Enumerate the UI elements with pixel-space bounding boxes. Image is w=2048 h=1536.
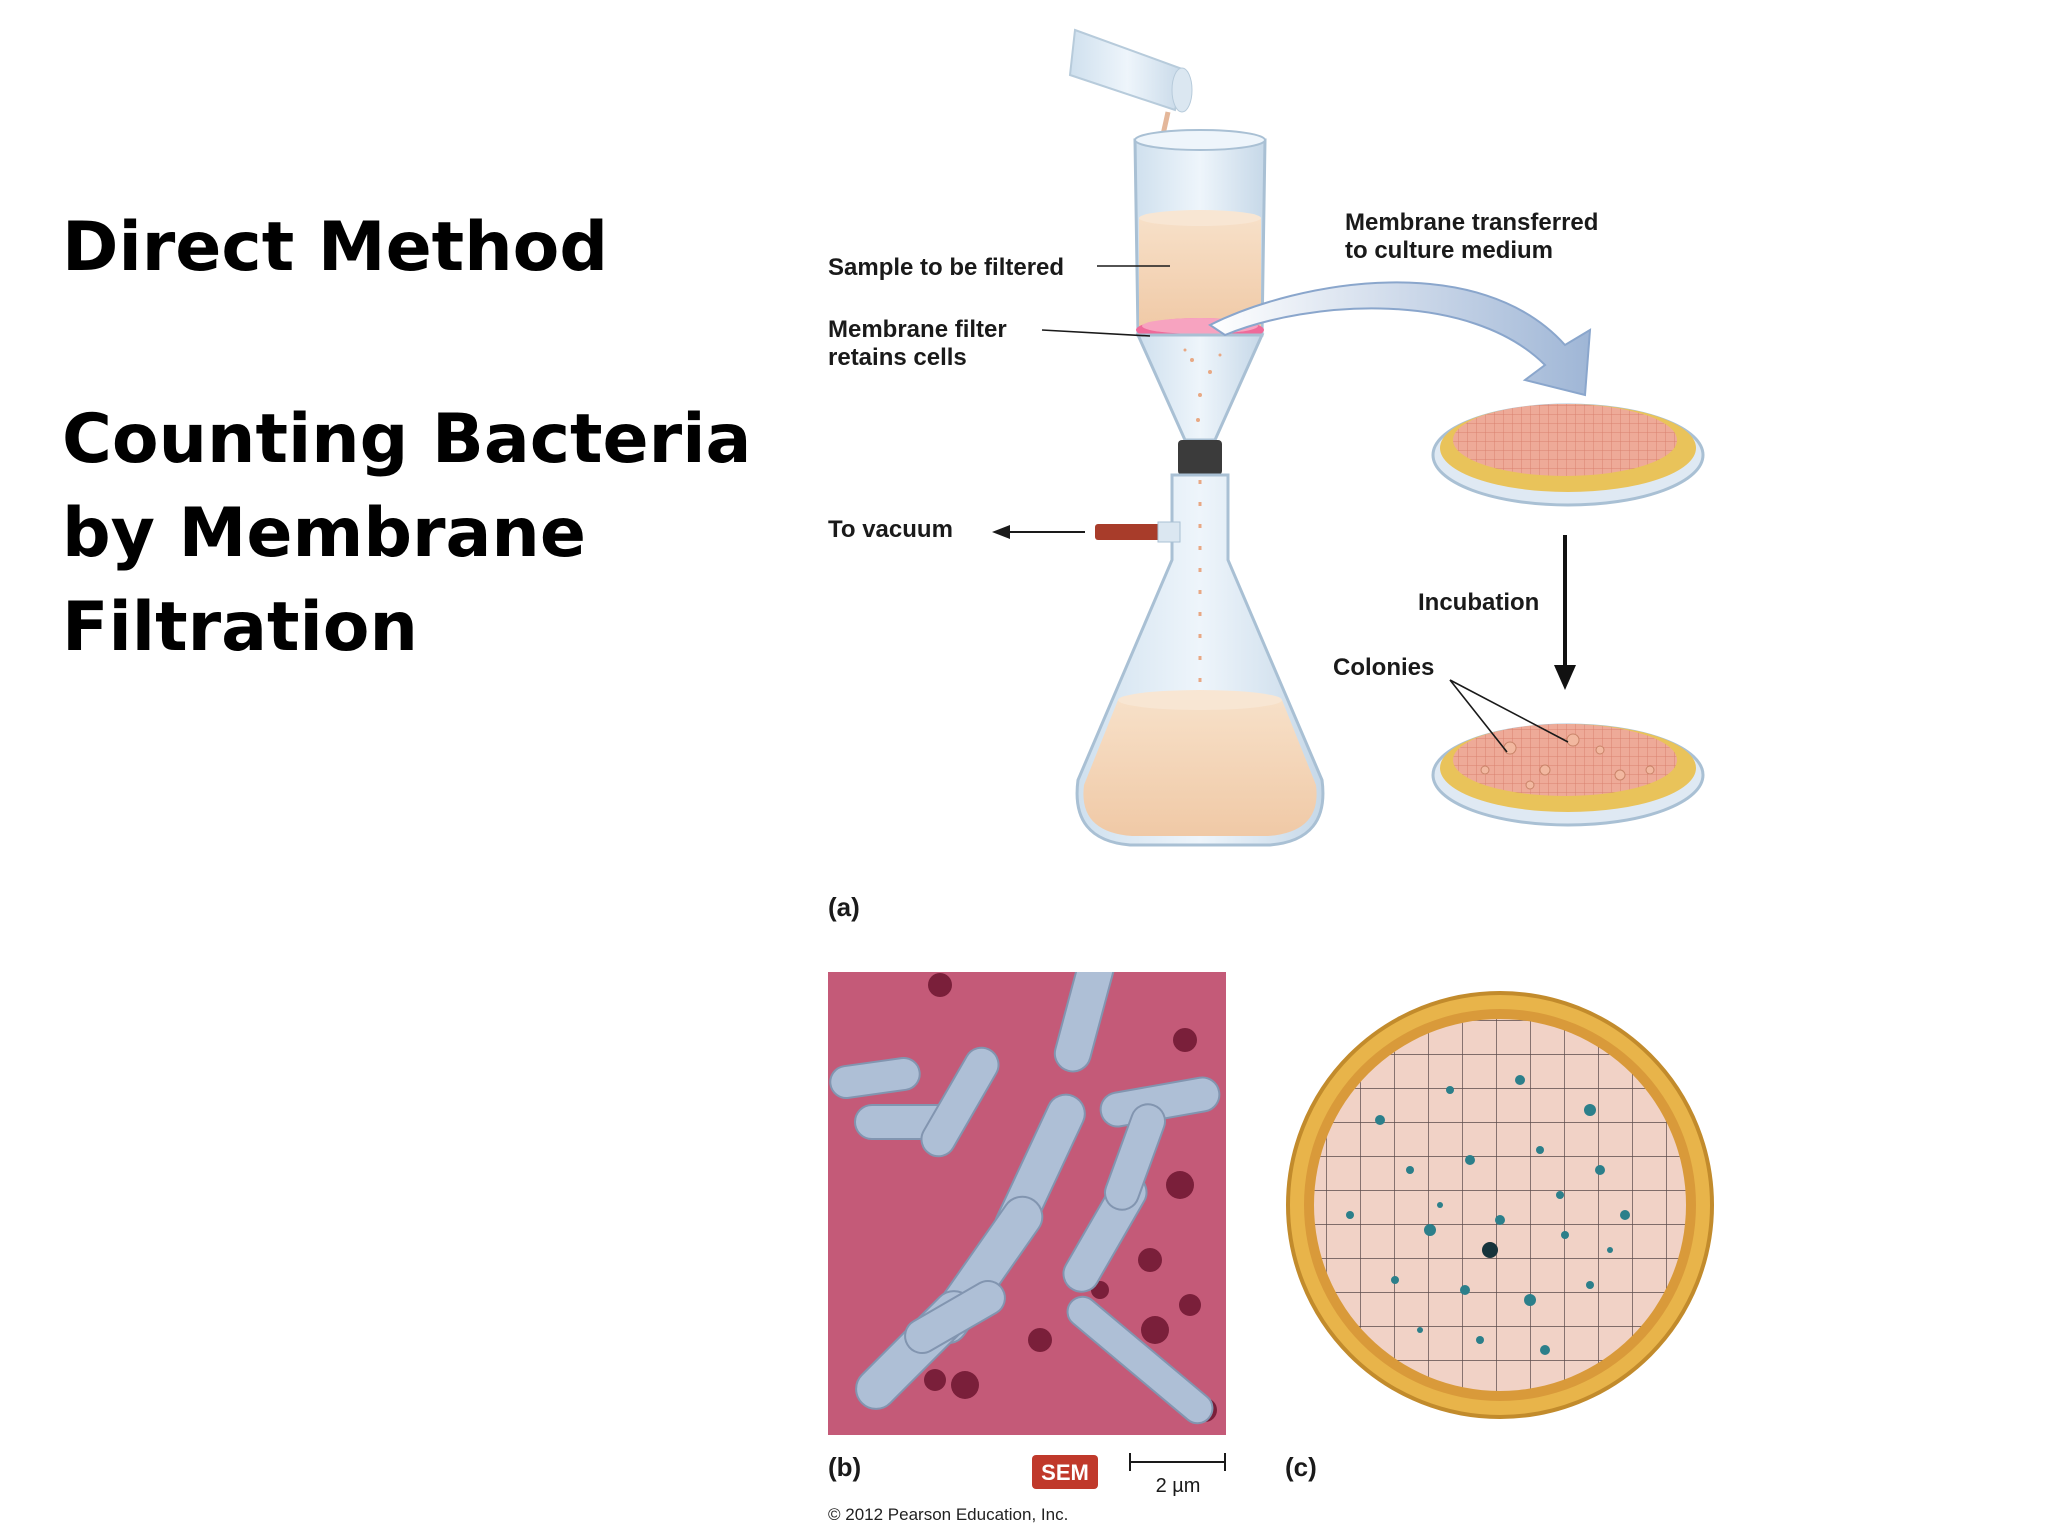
label-transferred-1: Membrane transferred (1345, 209, 1598, 236)
incubation-arrow (1554, 535, 1576, 690)
vacuum-arrow (992, 525, 1085, 539)
colony-plate-photo (1286, 991, 1714, 1419)
label-transferred-2: to culture medium (1345, 237, 1553, 264)
culture-plate-top (1431, 403, 1705, 507)
panel-label-a: (a) (828, 892, 860, 922)
sem-badge-label: SEM (1041, 1460, 1089, 1485)
slide-subheading-line-3: Filtration (62, 588, 418, 667)
scale-bar-label: 2 µm (1156, 1475, 1201, 1497)
panel-label-c: (c) (1285, 1452, 1317, 1482)
sem-micrograph (828, 972, 1226, 1435)
slide-subheading-line-1: Counting Bacteria (62, 400, 752, 479)
filter-funnel (1133, 129, 1267, 442)
sem-badge: SEM (1032, 1455, 1098, 1489)
copyright: © 2012 Pearson Education, Inc. (828, 1505, 1068, 1524)
rubber-stopper (1178, 440, 1222, 475)
label-sample: Sample to be filtered (828, 254, 1064, 281)
vacuum-flask (1075, 473, 1325, 847)
label-incubation: Incubation (1418, 589, 1539, 616)
filtration-apparatus: Sample to be filtered Membrane filter re… (828, 28, 1705, 922)
scale-bar: 2 µm (1129, 1453, 1226, 1497)
leader-lines (1041, 265, 1569, 753)
panel-label-b: (b) (828, 1452, 861, 1482)
slide-heading: Direct Method (62, 208, 608, 287)
label-membrane-filter-2: retains cells (828, 344, 967, 371)
label-colonies: Colonies (1333, 654, 1434, 681)
label-membrane-filter-1: Membrane filter (828, 316, 1007, 343)
slide-subheading-line-2: by Membrane (62, 494, 586, 573)
culture-plate-colonies (1431, 723, 1705, 827)
transfer-arrow (1208, 281, 1592, 397)
label-vacuum: To vacuum (828, 516, 953, 543)
